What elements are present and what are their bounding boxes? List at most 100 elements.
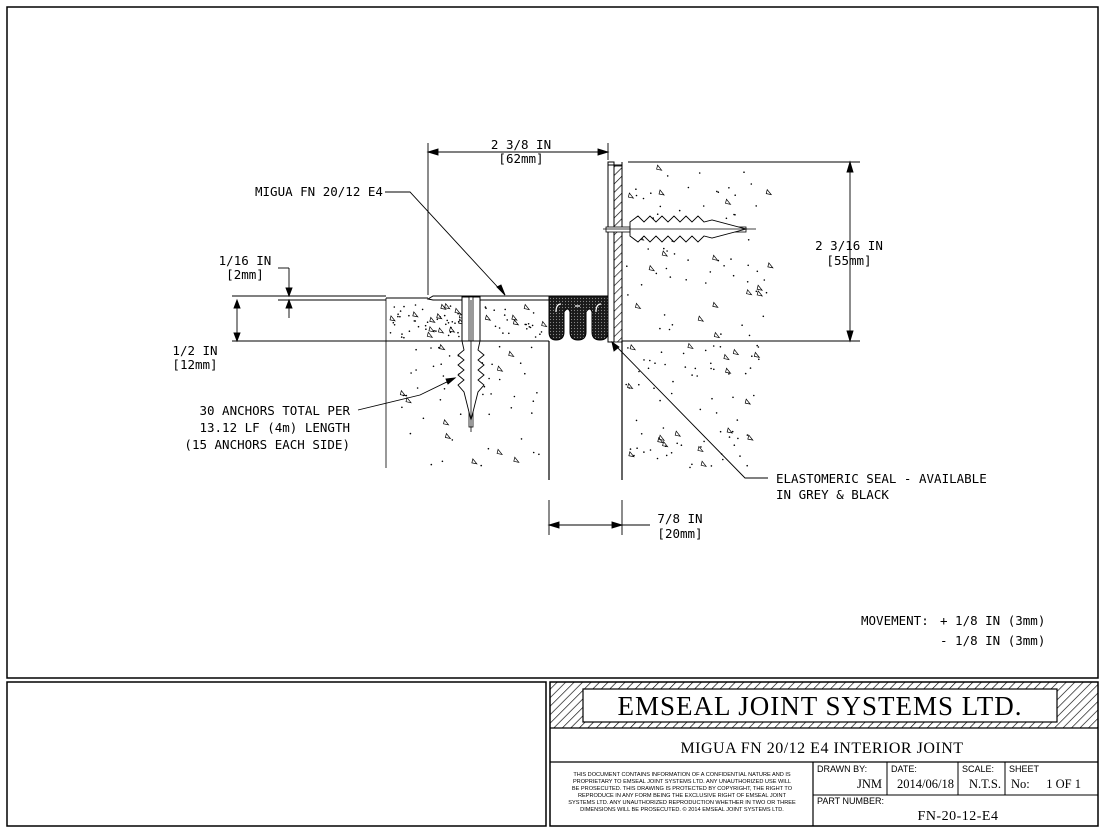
concrete-speck — [538, 453, 540, 456]
concrete-speck — [458, 335, 460, 338]
concrete-speck — [757, 346, 760, 348]
aggregate-mark — [725, 367, 732, 374]
aggregate-mark — [443, 419, 450, 426]
concrete-speck — [691, 374, 693, 376]
concrete-speck — [676, 442, 678, 445]
concrete-speck — [528, 326, 531, 328]
concrete-speck — [519, 362, 522, 365]
aggregate-mark — [449, 326, 456, 333]
concrete-speck — [643, 451, 645, 453]
aggregate-mark — [436, 312, 443, 320]
concrete-speck — [483, 385, 486, 388]
concrete-speck — [539, 333, 541, 336]
concrete-speck — [696, 375, 698, 377]
concrete-speck — [732, 396, 734, 399]
concrete-speck — [413, 320, 416, 322]
concrete-speck — [747, 239, 750, 241]
concrete-speck — [746, 464, 748, 467]
top-dimension-mm: [62mm] — [498, 151, 543, 166]
concrete-speck — [410, 372, 412, 374]
concrete-speck — [653, 387, 655, 390]
concrete-speck — [446, 319, 449, 322]
drawing-border — [6, 6, 1099, 679]
sheet-value: 1 OF 1 — [1046, 777, 1081, 791]
concrete-speck — [748, 334, 751, 337]
concrete-speck — [694, 367, 697, 370]
concrete-speck — [627, 294, 629, 296]
concrete-speck — [435, 330, 437, 332]
aggregate-mark — [444, 302, 451, 310]
aggregate-mark — [725, 198, 732, 205]
half-dimension-mm: [12mm] — [172, 357, 217, 372]
seal-note-line2: IN GREY & BLACK — [776, 487, 889, 502]
confidential-line-1: THIS DOCUMENT CONTAINS INFORMATION OF A … — [573, 772, 791, 778]
concrete-speck — [733, 213, 735, 216]
concrete-speck — [408, 314, 410, 317]
concrete-speck — [439, 399, 442, 401]
notes-box — [6, 681, 547, 827]
concrete-speck — [493, 309, 496, 312]
concrete-speck — [401, 406, 403, 409]
leader-lines — [357, 191, 768, 479]
concrete-speck — [691, 463, 693, 466]
aggregate-mark — [484, 314, 492, 321]
dimension-gap — [547, 500, 650, 535]
concrete-speck — [508, 332, 510, 335]
concrete-speck — [664, 363, 666, 366]
concrete-speck — [498, 378, 501, 381]
concrete-speck — [415, 369, 417, 371]
concrete-speck — [723, 265, 725, 267]
concrete-speck — [536, 392, 538, 394]
concrete-speck — [659, 327, 661, 330]
concrete-speck — [687, 259, 689, 261]
concrete-speck — [401, 333, 403, 335]
concrete-speck — [728, 373, 730, 375]
aggregate-mark — [426, 331, 434, 338]
concrete-speck — [712, 345, 715, 347]
aggregate-mark — [658, 434, 665, 441]
concrete-speck — [711, 397, 713, 400]
aggregate-mark — [756, 284, 764, 291]
concrete-speck — [636, 447, 638, 450]
scale-label: SCALE: — [962, 764, 994, 774]
concrete-speck — [710, 367, 712, 370]
half-dimension-in: 1/2 IN — [172, 343, 217, 358]
aggregate-mark — [697, 445, 704, 452]
date-label: DATE: — [891, 764, 917, 774]
aggregate-mark — [674, 430, 682, 437]
concrete-speck — [710, 362, 712, 365]
sheet-label: SHEET — [1009, 764, 1040, 774]
sheet-no-label: No: — [1011, 777, 1030, 791]
left-anchor — [457, 296, 485, 432]
anchors-note-line2: 13.12 LF (4m) LENGTH — [199, 420, 350, 435]
right-dimension-in: 2 3/16 IN — [815, 238, 883, 253]
company-name: EMSEAL JOINT SYSTEMS LTD. — [617, 691, 1022, 721]
concrete-speck — [430, 463, 433, 466]
concrete-speck — [671, 324, 674, 326]
aggregate-mark — [765, 188, 773, 196]
concrete-speck — [531, 324, 534, 327]
concrete-speck — [459, 413, 462, 416]
concrete-speck — [755, 205, 757, 207]
concrete-speck — [638, 370, 640, 373]
concrete-speck — [753, 394, 755, 397]
aggregate-mark — [513, 456, 520, 463]
concrete-speck — [638, 383, 640, 386]
aggregate-mark — [732, 348, 740, 356]
concrete-speck — [663, 314, 666, 316]
aggregate-mark — [437, 327, 445, 334]
drawing-title: MIGUA FN 20/12 E4 INTERIOR JOINT — [680, 740, 963, 757]
aggregate-mark — [496, 365, 504, 372]
aggregate-mark — [428, 326, 435, 333]
concrete-speck — [736, 419, 739, 421]
concrete-speck — [491, 363, 493, 366]
confidential-line-3: BE PROSECUTED. THIS DRAWING IS PROTECTED… — [572, 786, 793, 792]
concrete-speck — [665, 454, 668, 457]
concrete-speck — [443, 314, 446, 317]
concrete-speck — [704, 349, 707, 352]
aggregate-mark — [712, 254, 719, 261]
concrete-speck — [751, 355, 753, 358]
concrete-speck — [673, 253, 676, 255]
concrete-speck — [682, 352, 685, 355]
concrete-speck — [669, 276, 672, 278]
